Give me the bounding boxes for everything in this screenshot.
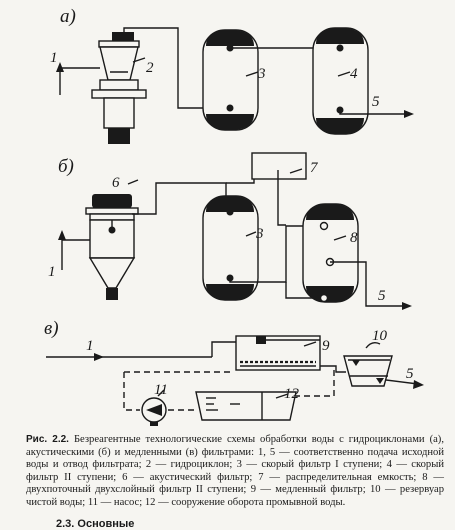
figure-legend: 1, 5 — соответственно подача исходной во… bbox=[26, 446, 444, 508]
hydrocyclone bbox=[91, 32, 147, 144]
pump bbox=[141, 397, 167, 426]
label-5-b: 5 bbox=[378, 288, 386, 304]
inlet-1-b bbox=[58, 230, 90, 270]
figure-number: Рис. 2.2. bbox=[26, 434, 69, 445]
label-11-c: 11 bbox=[154, 382, 168, 398]
distribution-tank-body bbox=[251, 152, 307, 180]
figure-title: Безреагентные технологические схемы обра… bbox=[26, 434, 444, 458]
distribution-tank bbox=[251, 152, 307, 180]
rapid-filter-1-b bbox=[202, 195, 259, 301]
label-1-c: 1 bbox=[86, 338, 94, 354]
label-5-a: 5 bbox=[372, 94, 380, 110]
two-flow-filter-top-cap bbox=[306, 204, 354, 220]
label-3-b: 3 bbox=[255, 226, 264, 242]
hydrocyclone-outlet bbox=[108, 128, 130, 144]
rapid-filter-1-a-body bbox=[202, 29, 259, 131]
section-heading: 2.3. Основные bbox=[56, 518, 135, 530]
label-9-c: 9 bbox=[322, 338, 330, 354]
wash-water-recycling bbox=[195, 391, 297, 421]
label-5-c: 5 bbox=[406, 366, 414, 382]
slow-filter-body bbox=[235, 335, 321, 371]
label-7-b: 7 bbox=[310, 160, 319, 176]
hydrocyclone-cap bbox=[98, 40, 140, 48]
label-1-a: 1 bbox=[50, 50, 58, 66]
slow-filter-inlet-box bbox=[256, 336, 266, 344]
rapid-filter-2-a bbox=[312, 27, 369, 135]
rapid-filter-1-b-bottom-cap bbox=[206, 284, 254, 300]
label-2-a: 2 bbox=[146, 60, 154, 76]
hydrocyclone-flange bbox=[99, 79, 139, 91]
hydrocyclone-top bbox=[112, 32, 134, 41]
hydrocyclone-cone bbox=[99, 46, 139, 81]
section-label-c: в) bbox=[44, 318, 59, 339]
hydrocyclone-base bbox=[91, 89, 147, 99]
section-label-b: б) bbox=[58, 156, 74, 177]
rapid-filter-1-a bbox=[202, 29, 259, 131]
rapid-filter-1-b-body bbox=[202, 195, 259, 301]
acoustic-filter-flange bbox=[89, 213, 135, 221]
acoustic-filter-outlet bbox=[106, 288, 118, 300]
acoustic-filter-emitter bbox=[92, 194, 132, 208]
rapid-filter-2-a-bottom-cap bbox=[316, 118, 364, 134]
acoustic-filter-cone bbox=[88, 257, 136, 289]
figure-caption: Рис. 2.2. Безреагентные технологические … bbox=[26, 434, 444, 510]
inlet-1-c bbox=[46, 341, 262, 361]
hydrocyclone-sludge-chamber bbox=[103, 97, 135, 129]
rapid-filter-2-a-body bbox=[312, 27, 369, 135]
slow-filter bbox=[235, 335, 321, 371]
inlet-1-a bbox=[56, 62, 100, 95]
section-label-a: а) bbox=[60, 6, 76, 27]
two-flow-filter-body bbox=[302, 203, 359, 303]
label-8-b: 8 bbox=[350, 230, 358, 246]
acoustic-filter bbox=[85, 179, 139, 300]
rapid-filter-1-b-top-cap bbox=[206, 196, 254, 212]
process-flow-diagram: а) 1 2 3 4 5 б) bbox=[44, 6, 424, 426]
label-1-b: 1 bbox=[48, 264, 56, 280]
two-flow-filter bbox=[302, 203, 359, 303]
acoustic-filter-flange-top bbox=[85, 207, 139, 215]
rapid-filter-1-a-bottom-cap bbox=[206, 114, 254, 130]
label-6-b: 6 bbox=[112, 175, 120, 191]
label-4-a: 4 bbox=[350, 66, 358, 82]
rapid-filter-1-a-top-cap bbox=[206, 30, 254, 46]
clean-water-reservoir bbox=[343, 341, 393, 387]
label-12-c: 12 bbox=[284, 386, 300, 402]
two-flow-filter-bottom-cap bbox=[306, 286, 354, 302]
label-3-a: 3 bbox=[257, 66, 266, 82]
rapid-filter-2-a-top-cap bbox=[316, 28, 364, 44]
label-10-c: 10 bbox=[372, 328, 388, 344]
